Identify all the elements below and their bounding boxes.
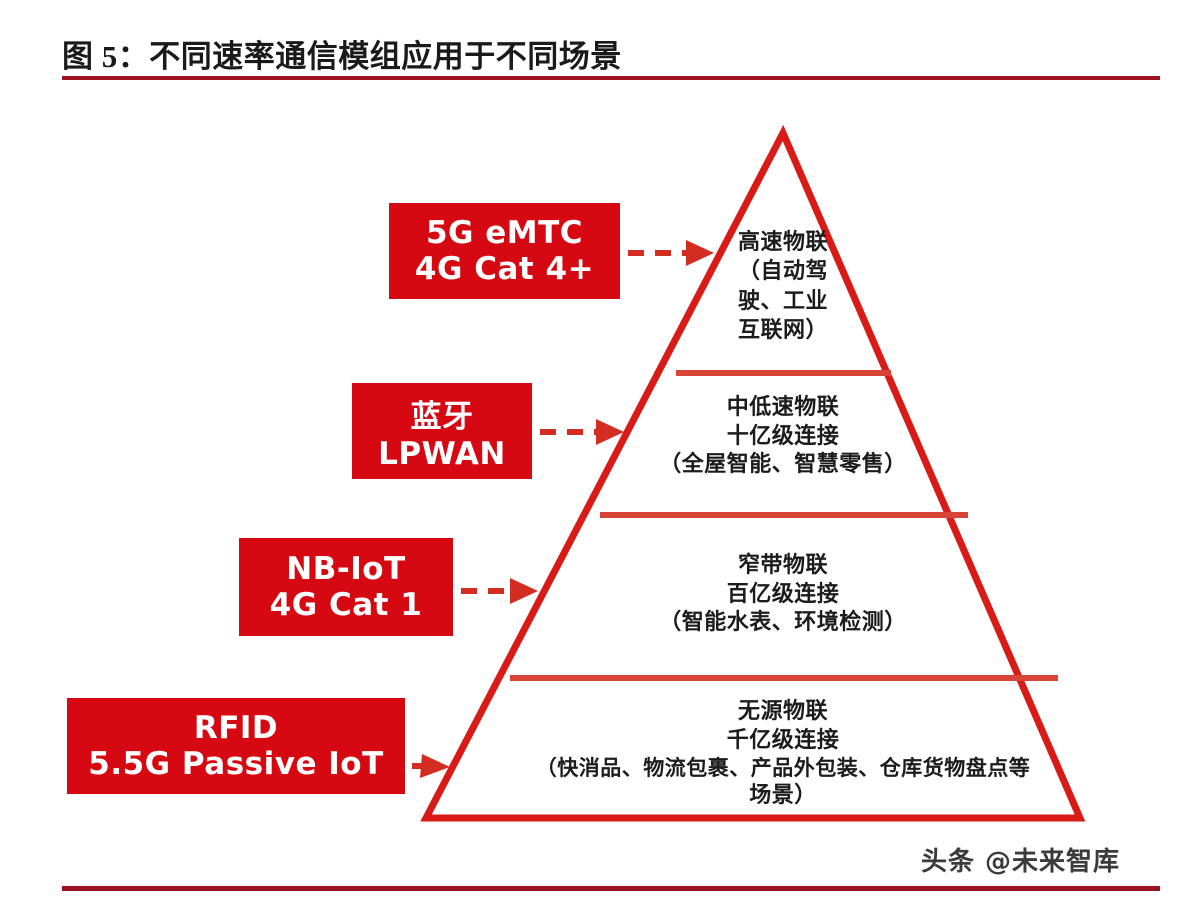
watermark-text: 头条 @未来智库 [921, 847, 1121, 877]
tier-2-line-1: 中低速物联 [726, 395, 840, 420]
footer-rule [62, 886, 1160, 891]
tier-1-line-1: 高速物联 [737, 230, 828, 255]
tier-3-line-2: 百亿级连接 [726, 581, 840, 607]
tech-label-box-passive[interactable]: RFID 5.5G Passive IoT [67, 698, 405, 794]
connector-arrow-3 [461, 578, 538, 604]
pyramid-tier-3-text: 窄带物联 百亿级连接 （智能水表、环境检测） [578, 552, 988, 638]
pyramid-outline [420, 124, 1086, 822]
label-box-1-line-2: 4G Cat 4+ [414, 251, 595, 287]
arrow-head-3 [510, 578, 538, 604]
tier-1-line-2: （自动驾 [737, 259, 828, 285]
tech-label-box-mid-low-speed[interactable]: 蓝牙 LPWAN [352, 383, 532, 479]
tier-4-line-1: 无源物联 [737, 699, 828, 724]
label-box-4-line-2: 5.5G Passive IoT [88, 746, 384, 782]
label-box-1-line-1: 5G eMTC [425, 215, 584, 251]
tier-1-line-3: 驶、工业 [737, 288, 828, 314]
arrow-head-2 [596, 419, 624, 445]
connector-arrow-1 [628, 240, 714, 266]
title-underline-rule [62, 76, 1160, 80]
connector-arrow-4 [412, 754, 450, 778]
pyramid-tier-4-text: 无源物联 千亿级连接 （快消品、物流包裹、产品外包装、仓库货物盘点等 场景） [448, 698, 1118, 811]
tier-4-line-3: （快消品、物流包裹、产品外包装、仓库货物盘点等 [535, 756, 1031, 781]
pyramid-tier-2-text: 中低速物联 十亿级连接 （全屋智能、智慧零售） [618, 394, 948, 480]
label-box-3-line-2: 4G Cat 1 [269, 587, 423, 623]
tier-2-line-2: 十亿级连接 [726, 423, 840, 449]
connector-arrow-2 [540, 419, 624, 445]
label-box-4-line-1: RFID [193, 710, 279, 746]
tech-label-box-narrowband[interactable]: NB-IoT 4G Cat 1 [239, 538, 453, 636]
arrow-head-4 [420, 754, 450, 778]
tech-label-box-high-speed[interactable]: 5G eMTC 4G Cat 4+ [389, 203, 620, 299]
tier-1-line-4: 互联网） [737, 318, 828, 344]
tier-2-line-3: （全屋智能、智慧零售） [659, 452, 907, 478]
tier-4-line-4: 场景） [749, 783, 817, 809]
page-title: 图 5：不同速率通信模组应用于不同场景 [62, 39, 622, 74]
label-box-2-line-2: LPWAN [378, 435, 506, 472]
tier-3-line-3: （智能水表、环境检测） [659, 610, 907, 636]
tier-4-line-2: 千亿级连接 [726, 727, 840, 753]
arrow-head-1 [686, 240, 714, 266]
label-box-3-line-1: NB-IoT [286, 551, 406, 587]
pyramid-tier-1-text: 高速物联 （自动驾 驶、工业 互联网） [697, 228, 869, 346]
tier-3-line-1: 窄带物联 [737, 553, 828, 578]
label-box-2-line-1: 蓝牙 [410, 398, 474, 435]
